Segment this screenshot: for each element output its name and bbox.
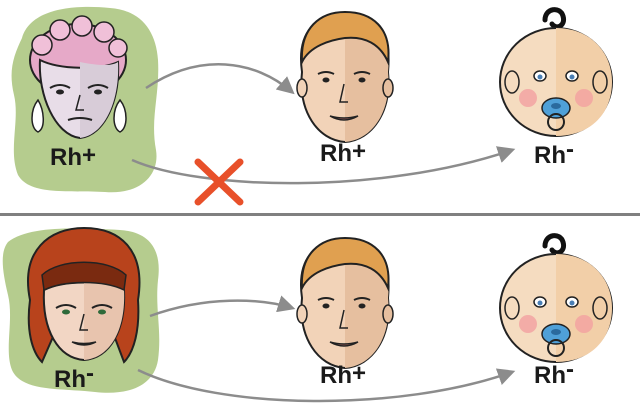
blocked-cross-icon xyxy=(194,158,244,206)
row-divider xyxy=(0,213,640,216)
child-2-label-sign: - xyxy=(566,356,574,383)
parent-1-label: Rh+ xyxy=(320,138,367,168)
grandmother-1-label-text: Rh xyxy=(50,144,82,171)
parent-2-face-icon xyxy=(296,236,394,370)
child-2-label-text: Rh xyxy=(534,362,566,389)
parent-1-face-icon xyxy=(296,10,394,144)
child-1-label-sign: - xyxy=(566,136,574,163)
grandmother-1-label-sign: + xyxy=(82,142,97,169)
parent-2-label: Rh+ xyxy=(320,360,367,390)
arrow-grandmother-1-to-parent-1 xyxy=(145,63,295,95)
child-2-face-icon xyxy=(499,233,613,363)
arrow-grandmother-2-to-child-2 xyxy=(137,368,516,403)
parent-2-label-text: Rh xyxy=(320,362,352,389)
grandmother-1-face-icon xyxy=(29,15,128,140)
grandmother-2-label: Rh- xyxy=(54,360,94,394)
child-1-face-icon xyxy=(499,7,613,137)
grandmother-2-label-sign: - xyxy=(86,360,94,387)
grandmother-1-label: Rh+ xyxy=(50,142,97,172)
child-1-label-text: Rh xyxy=(534,142,566,169)
grandmother-2-face-icon xyxy=(27,226,141,364)
parent-1-label-sign: + xyxy=(352,138,367,165)
parent-2-label-sign: + xyxy=(352,360,367,387)
arrow-grandmother-2-to-parent-2 xyxy=(149,295,296,318)
parent-1-label-text: Rh xyxy=(320,140,352,167)
child-2-label: Rh- xyxy=(534,356,574,390)
grandmother-2-label-text: Rh xyxy=(54,366,86,393)
arrow-grandmother-1-to-child-1 xyxy=(131,146,516,185)
child-1-label: Rh- xyxy=(534,136,574,170)
